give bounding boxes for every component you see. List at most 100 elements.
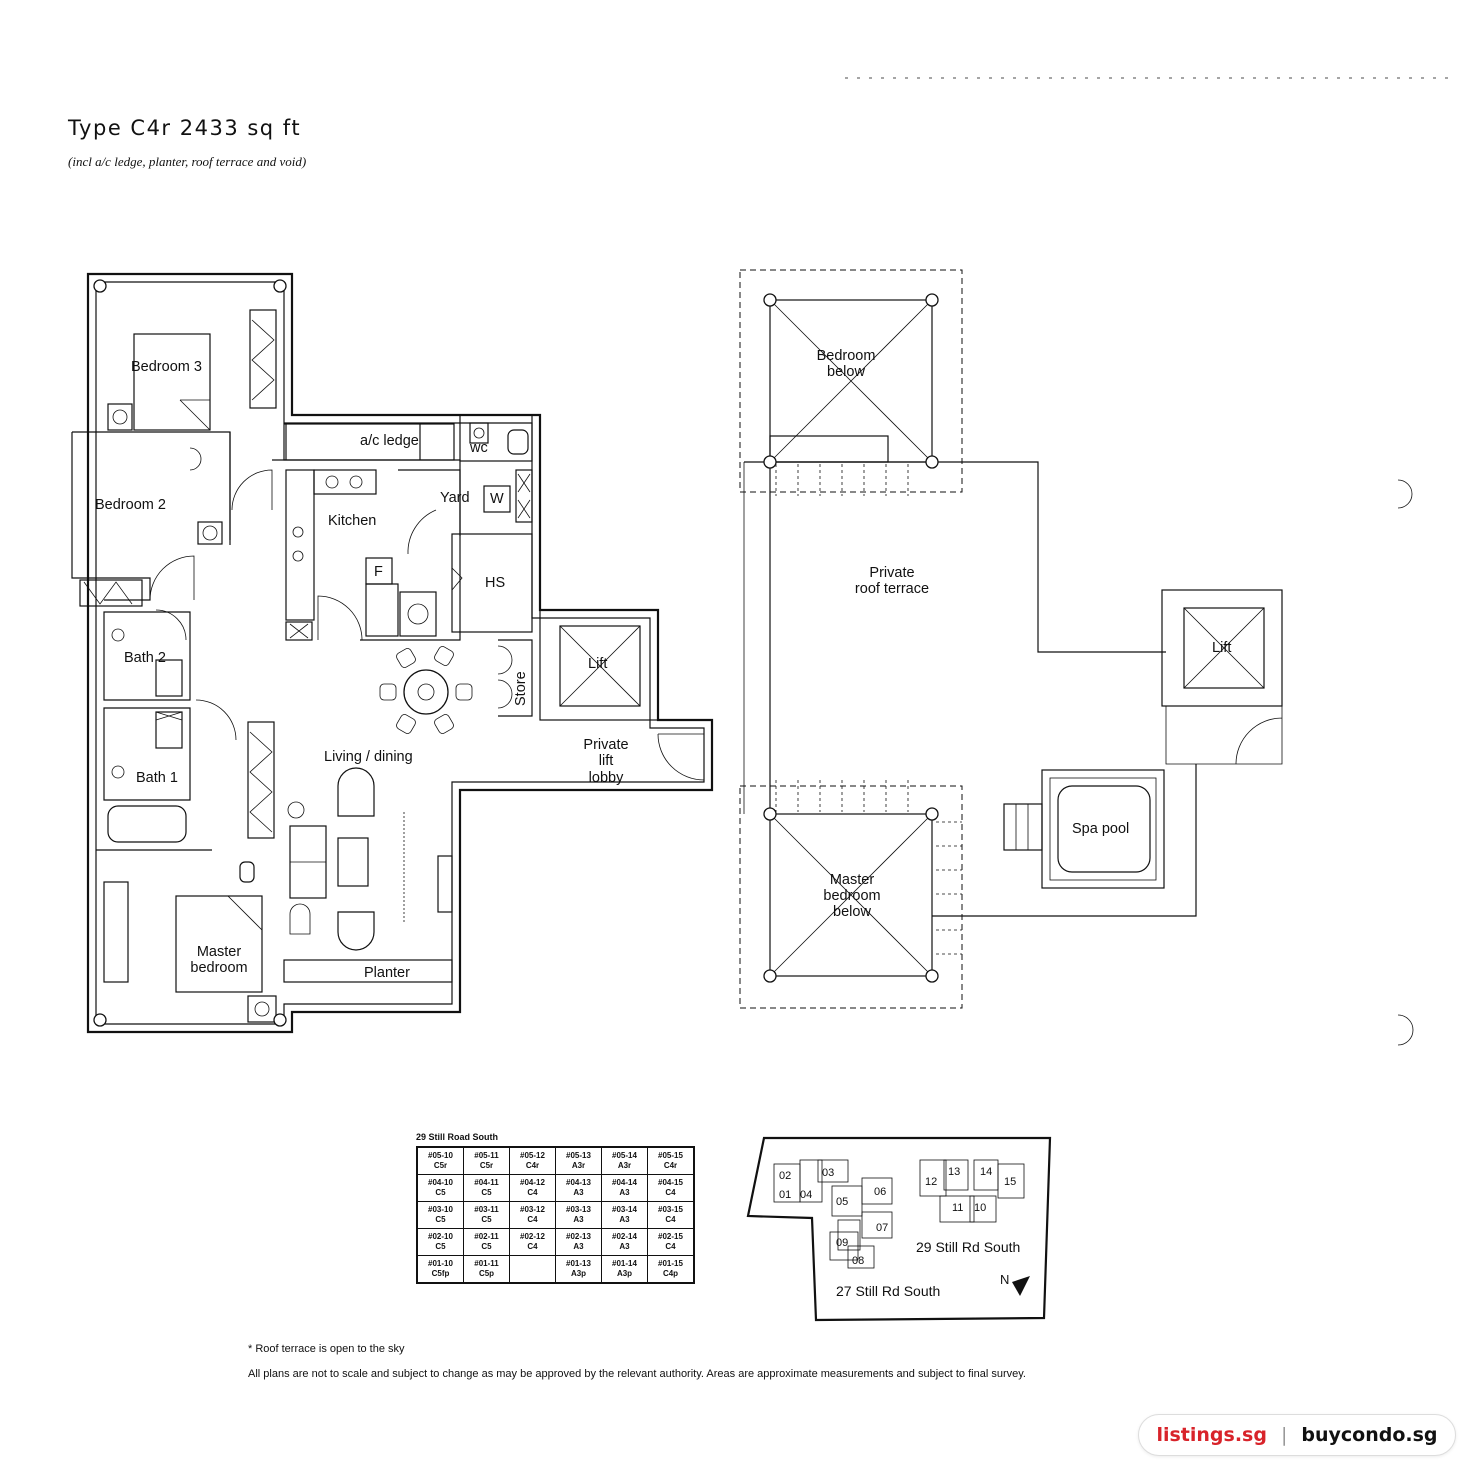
unit-number: #04-10 bbox=[428, 1178, 453, 1187]
label-lift: Lift bbox=[588, 656, 607, 672]
site-block-08: 08 bbox=[852, 1255, 864, 1267]
label-fridge: F bbox=[374, 564, 383, 580]
site-block-03: 03 bbox=[822, 1167, 834, 1179]
brand-listings[interactable]: listings.sg bbox=[1156, 1424, 1267, 1446]
label-ac-ledge: a/c ledge bbox=[360, 433, 419, 449]
site-block-11: 11 bbox=[952, 1202, 963, 1214]
unit-type: C4p bbox=[662, 1269, 679, 1278]
watermark-brand: listings.sg | buycondo.sg bbox=[1138, 1414, 1456, 1456]
unit-type: A3 bbox=[573, 1215, 584, 1224]
unit-type: C5 bbox=[481, 1242, 492, 1251]
site-block-14: 14 bbox=[980, 1166, 992, 1178]
lower-floor-plan bbox=[71, 272, 714, 1034]
label-bedroom-below-2: below bbox=[827, 364, 865, 380]
label-roof-terrace-1: Private bbox=[869, 565, 914, 581]
unit-type: C5 bbox=[481, 1188, 492, 1197]
unit-number: #01-13 bbox=[566, 1259, 591, 1268]
unit-number: #05-12 bbox=[520, 1151, 545, 1160]
unit-number: #04-13 bbox=[566, 1178, 591, 1187]
site-label-27: 27 Still Rd South bbox=[836, 1283, 940, 1299]
unit-number: #02-14 bbox=[612, 1232, 637, 1241]
plan-subtitle: (incl a/c ledge, planter, roof terrace a… bbox=[68, 154, 307, 169]
label-roof-terrace-2: roof terrace bbox=[855, 581, 929, 597]
label-yard: Yard bbox=[440, 490, 470, 506]
label-private-lift-lobby-3: lobby bbox=[589, 770, 624, 786]
site-block-02: 02 bbox=[779, 1170, 791, 1182]
unit-number: #02-15 bbox=[658, 1232, 683, 1241]
site-block-07: 07 bbox=[876, 1222, 888, 1234]
unit-type: C5p bbox=[478, 1269, 495, 1278]
unit-type: C4 bbox=[527, 1242, 538, 1251]
unit-type: C5fp bbox=[431, 1269, 450, 1278]
site-block-04: 04 bbox=[800, 1189, 812, 1201]
unit-number: #01-15 bbox=[658, 1259, 683, 1268]
brand-buycondo[interactable]: buycondo.sg bbox=[1301, 1424, 1438, 1446]
unit-type: C5 bbox=[481, 1215, 492, 1224]
label-bedroom-2: Bedroom 2 bbox=[95, 497, 166, 513]
label-hs: HS bbox=[485, 575, 505, 591]
unit-type: A3 bbox=[573, 1242, 584, 1251]
unit-number: #05-11 bbox=[474, 1151, 499, 1160]
label-master-below-3: below bbox=[833, 904, 871, 920]
unit-number: #03-15 bbox=[658, 1205, 683, 1214]
label-spa-pool: Spa pool bbox=[1072, 821, 1129, 837]
unit-type: C5r bbox=[479, 1161, 494, 1170]
unit-number: #05-14 bbox=[612, 1151, 637, 1160]
unit-number: #04-14 bbox=[612, 1178, 637, 1187]
label-master-bedroom-2: bedroom bbox=[190, 960, 247, 976]
brand-separator: | bbox=[1280, 1424, 1288, 1446]
site-block-09: 09 bbox=[836, 1237, 848, 1249]
label-roof-lift: Lift bbox=[1212, 640, 1231, 656]
label-kitchen: Kitchen bbox=[328, 513, 376, 529]
unit-type: A3r bbox=[571, 1161, 586, 1170]
label-bedroom-3: Bedroom 3 bbox=[131, 359, 202, 375]
unit-number: #02-12 bbox=[520, 1232, 545, 1241]
label-planter: Planter bbox=[364, 965, 410, 981]
unit-type: C4 bbox=[527, 1215, 538, 1224]
label-bath-2: Bath 2 bbox=[124, 650, 166, 666]
unit-type: C4 bbox=[665, 1188, 676, 1197]
unit-type: A3 bbox=[573, 1188, 584, 1197]
label-wc: wc bbox=[469, 440, 488, 456]
unit-type: C5 bbox=[435, 1215, 446, 1224]
site-block-06: 06 bbox=[874, 1186, 886, 1198]
label-master-below-2: bedroom bbox=[823, 888, 880, 904]
site-block-01: 01 bbox=[779, 1189, 791, 1201]
label-bedroom-below-1: Bedroom bbox=[817, 348, 876, 364]
unit-number: #01-14 bbox=[612, 1259, 637, 1268]
unit-type: A3r bbox=[617, 1161, 632, 1170]
site-label-29: 29 Still Rd South bbox=[916, 1239, 1020, 1255]
unit-number: #03-10 bbox=[428, 1205, 453, 1214]
binder-marks bbox=[845, 77, 1450, 1046]
unit-type: C5r bbox=[433, 1161, 448, 1170]
unit-type: C5 bbox=[435, 1242, 446, 1251]
label-private-lift-lobby-2: lift bbox=[599, 753, 614, 769]
roof-note: * Roof terrace is open to the sky bbox=[248, 1343, 405, 1355]
label-private-lift-lobby-1: Private bbox=[583, 737, 628, 753]
